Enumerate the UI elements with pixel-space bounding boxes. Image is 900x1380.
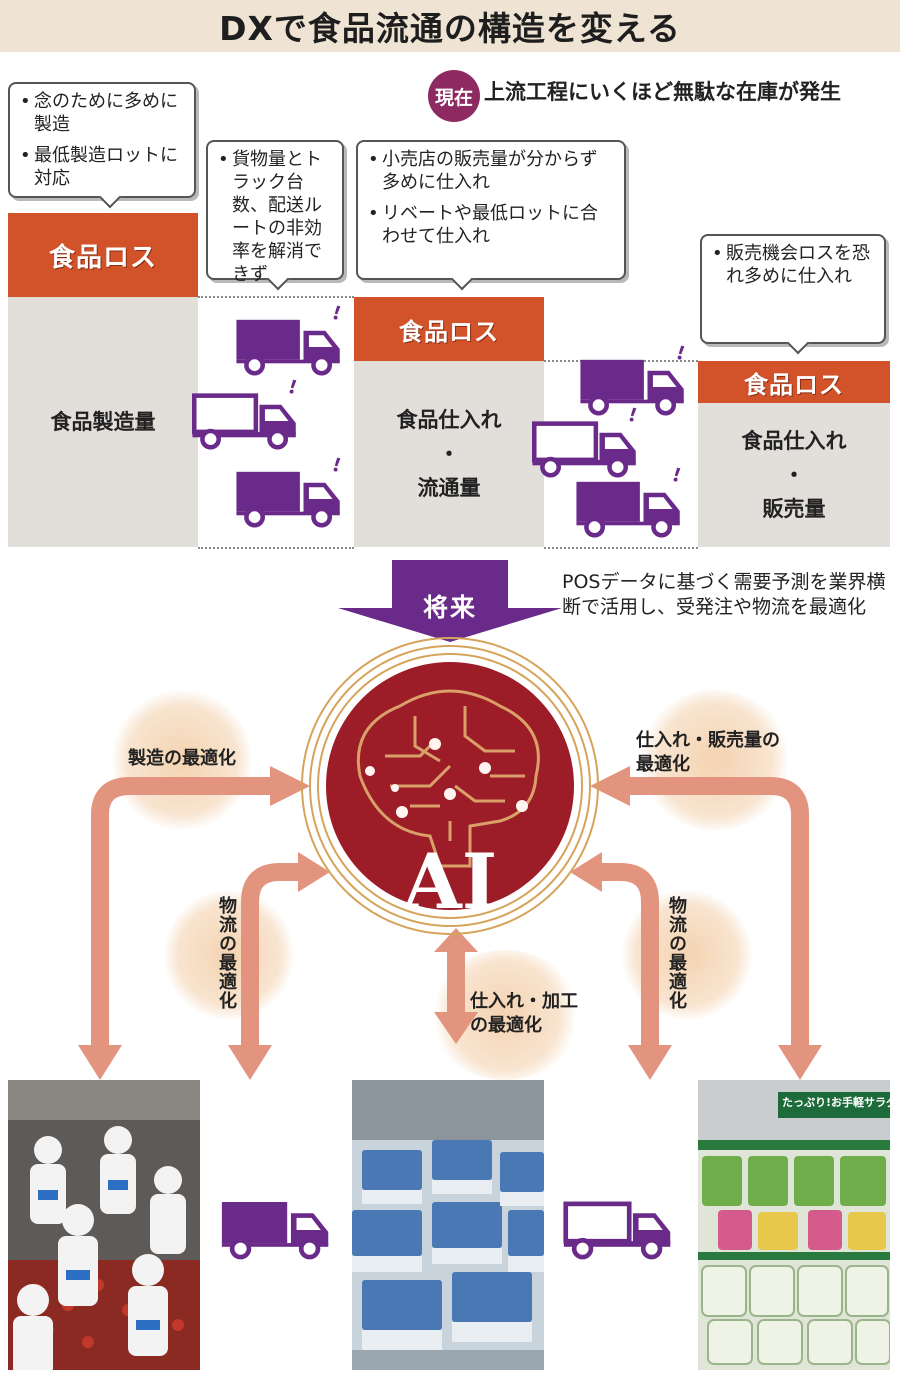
glow <box>164 890 294 1020</box>
truck-icon <box>530 420 640 478</box>
callout-item: 最低製造ロットに対応 <box>20 144 184 190</box>
label-manufacturing-optimization: 製造の最適化 <box>128 748 236 769</box>
current-badge: 現在 <box>428 70 480 122</box>
callout-item: 念のために多めに製造 <box>20 90 184 136</box>
stage-manufacturing: 食品製造量 <box>8 297 198 547</box>
stage-label: 食品製造量 <box>50 410 156 434</box>
stage-retail: 食品仕入れ ・ 販売量 <box>698 403 890 547</box>
glow <box>112 690 252 830</box>
truck-icon <box>190 392 300 450</box>
food-loss-retail: 食品ロス <box>698 361 890 403</box>
callout-distribution: 小売店の販売量が分からず多めに仕入れ リベートや最低ロットに合わせて仕入れ <box>356 140 626 291</box>
callout-retail: 販売機会ロスを恐れ多めに仕入れ <box>700 234 886 355</box>
label-purchase-processing-optimization: 仕入れ・加工 の最適化 <box>470 990 578 1038</box>
page-title: DXで食品流通の構造を変える <box>0 0 900 52</box>
optimization-arrows <box>78 766 822 1080</box>
ai-brain-emblem <box>301 637 599 935</box>
truck-icon <box>562 1200 674 1260</box>
callout-item: 販売機会ロスを恐れ多めに仕入れ <box>712 242 874 288</box>
stage-label: 流通量 <box>417 476 481 500</box>
alert-icon <box>330 456 346 472</box>
ai-label: AI <box>402 837 498 926</box>
label-line: の最適化 <box>470 1015 542 1036</box>
supermarket-shelf-photo <box>698 1080 890 1370</box>
label-purchase-sales-optimization: 仕入れ・販売量の 最適化 <box>636 729 780 777</box>
glow <box>640 690 790 830</box>
logistics-warehouse-photo <box>352 1080 544 1370</box>
stage-distribution: 食品仕入れ ・ 流通量 <box>354 361 544 547</box>
stage-dot: ・ <box>783 463 805 487</box>
label-logistics-optimization-left: 物流の最適化 <box>216 896 237 1010</box>
truck-icon <box>234 318 344 376</box>
stage-label: 食品仕入れ <box>396 408 502 432</box>
truck-icon <box>234 470 344 528</box>
shelf-signage-text: たっぷり!お手軽サラダ <box>782 1096 890 1109</box>
future-description: POSデータに基づく需要予測を業界横断で活用し、受発注や物流を最適化 <box>562 571 886 618</box>
label-logistics-optimization-right: 物流の最適化 <box>666 896 687 1010</box>
callout-manufacturing: 念のために多めに製造 最低製造ロットに対応 <box>8 82 196 209</box>
callout-item: リベートや最低ロットに合わせて仕入れ <box>368 202 614 248</box>
callout-item: 小売店の販売量が分からず多めに仕入れ <box>368 148 614 194</box>
alert-icon <box>330 304 346 320</box>
future-arrow <box>338 560 562 642</box>
label-line: 仕入れ・販売量の <box>636 730 780 751</box>
food-loss-manufacturing: 食品ロス <box>8 213 198 297</box>
future-label: 将来 <box>422 593 477 622</box>
current-headline: 上流工程にいくほど無駄な在庫が発生 <box>484 80 841 104</box>
callout-logistics: 貨物量とトラック台数、配送ルートの非効率を解消できず <box>206 140 344 291</box>
alert-icon <box>670 466 686 482</box>
food-loss-distribution: 食品ロス <box>354 297 544 361</box>
factory-workers-photo <box>8 1080 200 1370</box>
alert-icon <box>626 406 642 422</box>
alert-icon <box>674 344 690 360</box>
truck-icon <box>574 480 684 538</box>
truck-icon <box>220 1200 332 1260</box>
stage-label: 販売量 <box>762 497 826 521</box>
stage-dot: ・ <box>438 442 460 466</box>
stage-label: 食品仕入れ <box>741 429 847 453</box>
alert-icon <box>286 378 302 394</box>
label-line: 最適化 <box>636 754 690 775</box>
callout-item: 貨物量とトラック台数、配送ルートの非効率を解消できず <box>218 148 332 286</box>
label-line: 仕入れ・加工 <box>470 991 578 1012</box>
logistics-gap-1 <box>198 296 354 549</box>
